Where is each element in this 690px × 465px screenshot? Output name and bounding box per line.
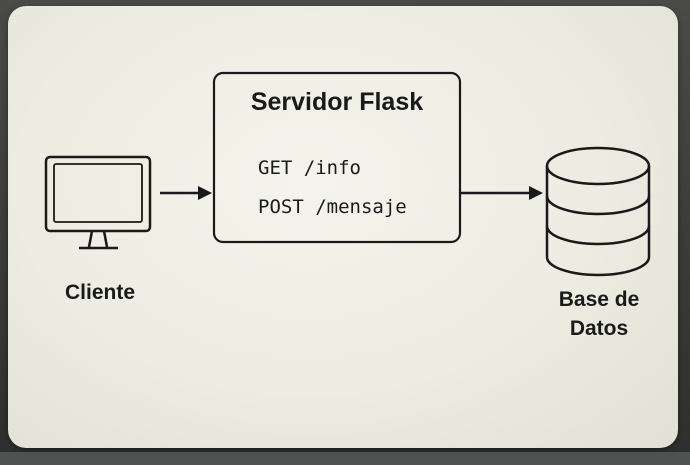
database-label-line2: Datos xyxy=(569,317,629,340)
server-box xyxy=(212,71,462,244)
arrow-client-to-server xyxy=(160,186,212,200)
bottom-strip xyxy=(0,452,690,465)
database-icon xyxy=(545,146,651,277)
diagram-card xyxy=(8,6,678,448)
arrow-server-to-database xyxy=(460,186,543,200)
endpoint-post-mensaje: POST /mensaje xyxy=(258,196,407,218)
database-label-line1: Base de xyxy=(558,288,640,311)
client-label: Cliente xyxy=(64,281,135,304)
monitor-icon xyxy=(44,155,152,250)
endpoint-get-info: GET /info xyxy=(258,157,361,179)
server-title: Servidor Flask xyxy=(250,88,424,116)
database-label: Base de Datos xyxy=(543,285,655,343)
